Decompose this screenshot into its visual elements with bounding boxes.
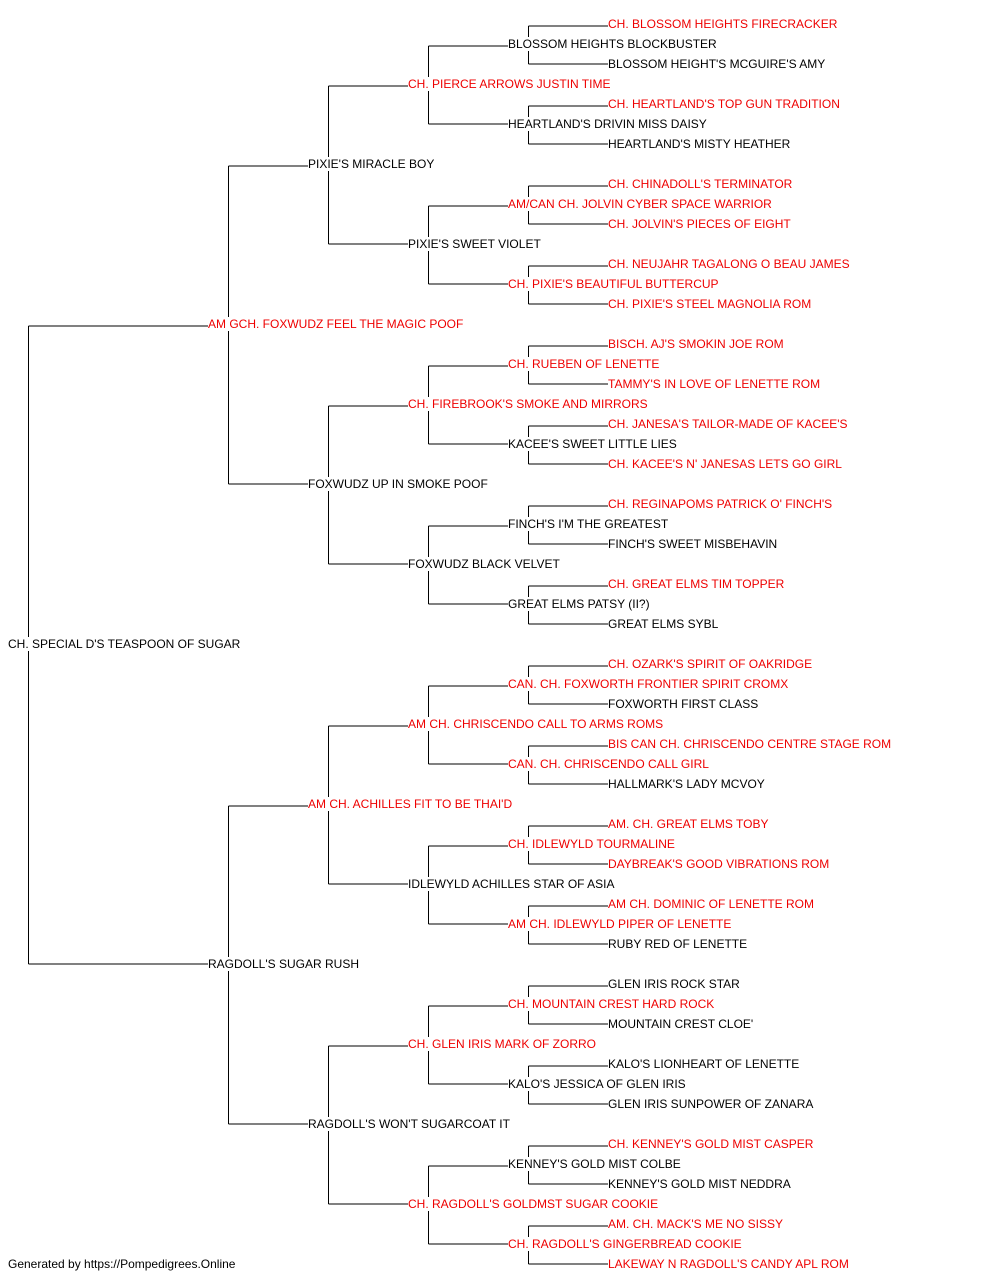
ancestor-gen5: DAYBREAK'S GOOD VIBRATIONS ROM (608, 857, 832, 871)
ancestor-gen4: HEARTLAND'S DRIVIN MISS DAISY (508, 117, 709, 131)
ancestor-gen5: CH. KENNEY'S GOLD MIST CASPER (608, 1137, 816, 1151)
ancestor-gen5: BLOSSOM HEIGHT'S MCGUIRE'S AMY (608, 57, 828, 71)
ancestor-gen3: FOXWUDZ BLACK VELVET (408, 557, 562, 571)
ancestor-gen5: CH. KACEE'S N' JANESAS LETS GO GIRL (608, 457, 844, 471)
ancestor-gen4: KALO'S JESSICA OF GLEN IRIS (508, 1077, 688, 1091)
ancestor-gen5: CH. PIXIE'S STEEL MAGNOLIA ROM (608, 297, 814, 311)
ancestor-gen5: FOXWORTH FIRST CLASS (608, 697, 761, 711)
ancestor-gen5: MOUNTAIN CREST CLOE' (608, 1017, 756, 1031)
ancestor-gen5: CH. GREAT ELMS TIM TOPPER (608, 577, 787, 591)
ancestor-gen4: GREAT ELMS PATSY (II?) (508, 597, 652, 611)
ancestor-gen5: GLEN IRIS ROCK STAR (608, 977, 742, 991)
ancestor-gen5: HEARTLAND'S MISTY HEATHER (608, 137, 793, 151)
ancestor-gen5: BIS CAN CH. CHRISCENDO CENTRE STAGE ROM (608, 737, 894, 751)
ancestor-gen4: CH. MOUNTAIN CREST HARD ROCK (508, 997, 717, 1011)
footer-credit: Generated by https://Pompedigrees.Online (8, 1257, 236, 1271)
ancestor-gen3: CH. PIERCE ARROWS JUSTIN TIME (408, 77, 613, 91)
ancestor-gen4: AM CH. IDLEWYLD PIPER OF LENETTE (508, 917, 734, 931)
ancestor-gen5: CH. JOLVIN'S PIECES OF EIGHT (608, 217, 793, 231)
ancestor-gen2: RAGDOLL'S WON'T SUGARCOAT IT (308, 1117, 512, 1131)
ancestor-gen3: CH. RAGDOLL'S GOLDMST SUGAR COOKIE (408, 1197, 661, 1211)
ancestor-gen4: CH. IDLEWYLD TOURMALINE (508, 837, 677, 851)
ancestor-gen5: GREAT ELMS SYBL (608, 617, 721, 631)
ancestor-gen5: AM. CH. MACK'S ME NO SISSY (608, 1217, 785, 1231)
ancestor-gen5: KENNEY'S GOLD MIST NEDDRA (608, 1177, 793, 1191)
ancestor-gen4: FINCH'S I'M THE GREATEST (508, 517, 671, 531)
ancestor-gen5: CH. REGINAPOMS PATRICK O' FINCH'S (608, 497, 835, 511)
ancestor-gen4: KENNEY'S GOLD MIST COLBE (508, 1157, 683, 1171)
ancestor-gen4: KACEE'S SWEET LITTLE LIES (508, 437, 679, 451)
ancestor-gen3: CH. GLEN IRIS MARK OF ZORRO (408, 1037, 599, 1051)
ancestor-gen5: CH. OZARK'S SPIRIT OF OAKRIDGE (608, 657, 815, 671)
ancestor-gen2: FOXWUDZ UP IN SMOKE POOF (308, 477, 490, 491)
ancestor-gen5: BISCH. AJ'S SMOKIN JOE ROM (608, 337, 786, 351)
ancestor-gen5: AM. CH. GREAT ELMS TOBY (608, 817, 771, 831)
ancestor-gen3: CH. FIREBROOK'S SMOKE AND MIRRORS (408, 397, 650, 411)
ancestor-gen5: HALLMARK'S LADY MCVOY (608, 777, 767, 791)
ancestor-gen5: LAKEWAY N RAGDOLL'S CANDY APL ROM (608, 1257, 851, 1271)
ancestor-gen5: FINCH'S SWEET MISBEHAVIN (608, 537, 780, 551)
ancestor-gen5: CH. JANESA'S TAILOR-MADE OF KACEE'S (608, 417, 850, 431)
ancestor-gen5: KALO'S LIONHEART OF LENETTE (608, 1057, 802, 1071)
ancestor-gen5: RUBY RED OF LENETTE (608, 937, 750, 951)
ancestor-gen1: AM GCH. FOXWUDZ FEEL THE MAGIC POOF (208, 317, 466, 331)
ancestor-gen5: CH. HEARTLAND'S TOP GUN TRADITION (608, 97, 842, 111)
ancestor-gen3: AM CH. CHRISCENDO CALL TO ARMS ROMS (408, 717, 666, 731)
ancestor-gen5: AM CH. DOMINIC OF LENETTE ROM (608, 897, 817, 911)
ancestor-gen4: CAN. CH. FOXWORTH FRONTIER SPIRIT CROMX (508, 677, 791, 691)
ancestor-gen3: PIXIE'S SWEET VIOLET (408, 237, 543, 251)
ancestor-gen2: AM CH. ACHILLES FIT TO BE THAI'D (308, 797, 515, 811)
subject-dog: CH. SPECIAL D'S TEASPOON OF SUGAR (8, 637, 243, 651)
ancestor-gen2: PIXIE'S MIRACLE BOY (308, 157, 437, 171)
ancestor-gen4: BLOSSOM HEIGHTS BLOCKBUSTER (508, 37, 719, 51)
ancestor-gen4: CH. PIXIE'S BEAUTIFUL BUTTERCUP (508, 277, 721, 291)
ancestor-gen5: CH. CHINADOLL'S TERMINATOR (608, 177, 795, 191)
ancestor-gen3: IDLEWYLD ACHILLES STAR OF ASIA (408, 877, 617, 891)
ancestor-gen5: GLEN IRIS SUNPOWER OF ZANARA (608, 1097, 816, 1111)
ancestor-gen5: CH. BLOSSOM HEIGHTS FIRECRACKER (608, 17, 840, 31)
ancestor-gen4: CH. RUEBEN OF LENETTE (508, 357, 662, 371)
ancestor-gen4: CAN. CH. CHRISCENDO CALL GIRL (508, 757, 711, 771)
ancestor-gen4: AM/CAN CH. JOLVIN CYBER SPACE WARRIOR (508, 197, 774, 211)
ancestor-gen5: CH. NEUJAHR TAGALONG O BEAU JAMES (608, 257, 852, 271)
ancestor-gen4: CH. RAGDOLL'S GINGERBREAD COOKIE (508, 1237, 744, 1251)
ancestor-gen1: RAGDOLL'S SUGAR RUSH (208, 957, 361, 971)
ancestor-gen5: TAMMY'S IN LOVE OF LENETTE ROM (608, 377, 823, 391)
